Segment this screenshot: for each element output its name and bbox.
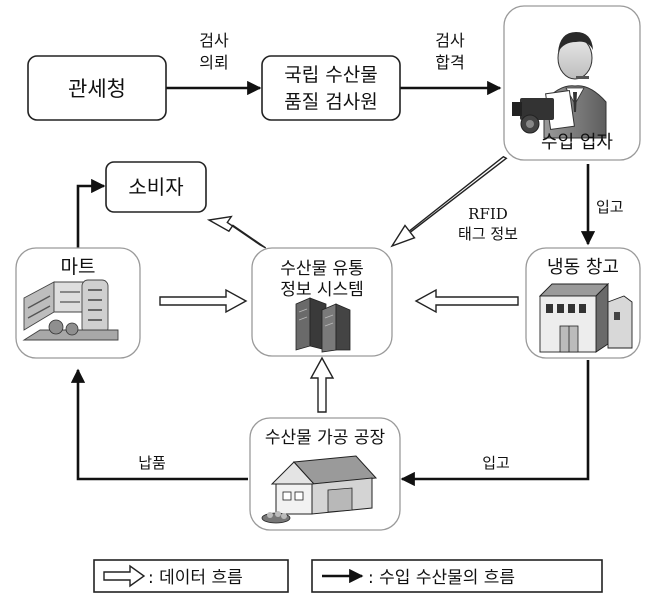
businessman-with-camera-icon [512, 32, 607, 139]
house-icon [261, 455, 378, 524]
inspection-agency-label-line2: 품질 검사원 [284, 91, 377, 113]
request-label-line1: 검사 [199, 31, 229, 50]
importer-label: 수입 업자 [541, 132, 613, 153]
flow-arrow-storage-to-factory [400, 360, 590, 487]
inspection-agency-label-line1: 국립 수산물 [284, 64, 377, 86]
legend-data-flow-label: : 데이터 흐름 [148, 568, 243, 588]
rfid-label-line1: RFID [468, 205, 508, 223]
flow-arrow-mart-to-consumer [76, 178, 106, 252]
distribution-system-node [251, 247, 393, 357]
distribution-system-label-line1: 수산물 유통 [280, 259, 364, 279]
pass-label-line1: 검사 [435, 31, 465, 50]
inspection-agency-node [261, 55, 401, 121]
processing-factory-label: 수산물 가공 공장 [265, 428, 386, 448]
rfid-label-line2: 태그 정보 [458, 225, 518, 243]
data-arrow-system-to-consumer [206, 215, 267, 249]
legend-import-flow-label: : 수입 수산물의 흐름 [368, 568, 515, 588]
building-icon [22, 279, 119, 341]
flow-arrow-factory-to-mart [70, 368, 248, 481]
warehouse-icon [538, 282, 633, 353]
customs-node [27, 55, 167, 121]
server-icon [295, 297, 351, 353]
request-label-line2: 의뢰 [199, 53, 228, 72]
data-arrow-mart-to-system [159, 288, 248, 314]
consumer-node [105, 161, 207, 213]
customs-label: 관세청 [68, 77, 126, 101]
data-arrow-rfid-to-system [390, 155, 508, 248]
distribution-system-label-line2: 정보 시스템 [280, 280, 364, 300]
storage-in-label-bottom: 입고 [482, 454, 510, 472]
consumer-label: 소비자 [128, 175, 183, 199]
mart-label: 마트 [61, 256, 96, 278]
pass-label-line2: 합격 [435, 53, 464, 72]
data-arrow-storage-to-system [414, 288, 519, 314]
cold-storage-label: 냉동 창고 [547, 257, 619, 278]
storage-in-label-right: 입고 [596, 198, 624, 216]
legend-hollow-arrow-icon [103, 564, 146, 588]
data-arrow-factory-to-system [309, 356, 335, 413]
delivery-label: 납품 [138, 454, 166, 472]
